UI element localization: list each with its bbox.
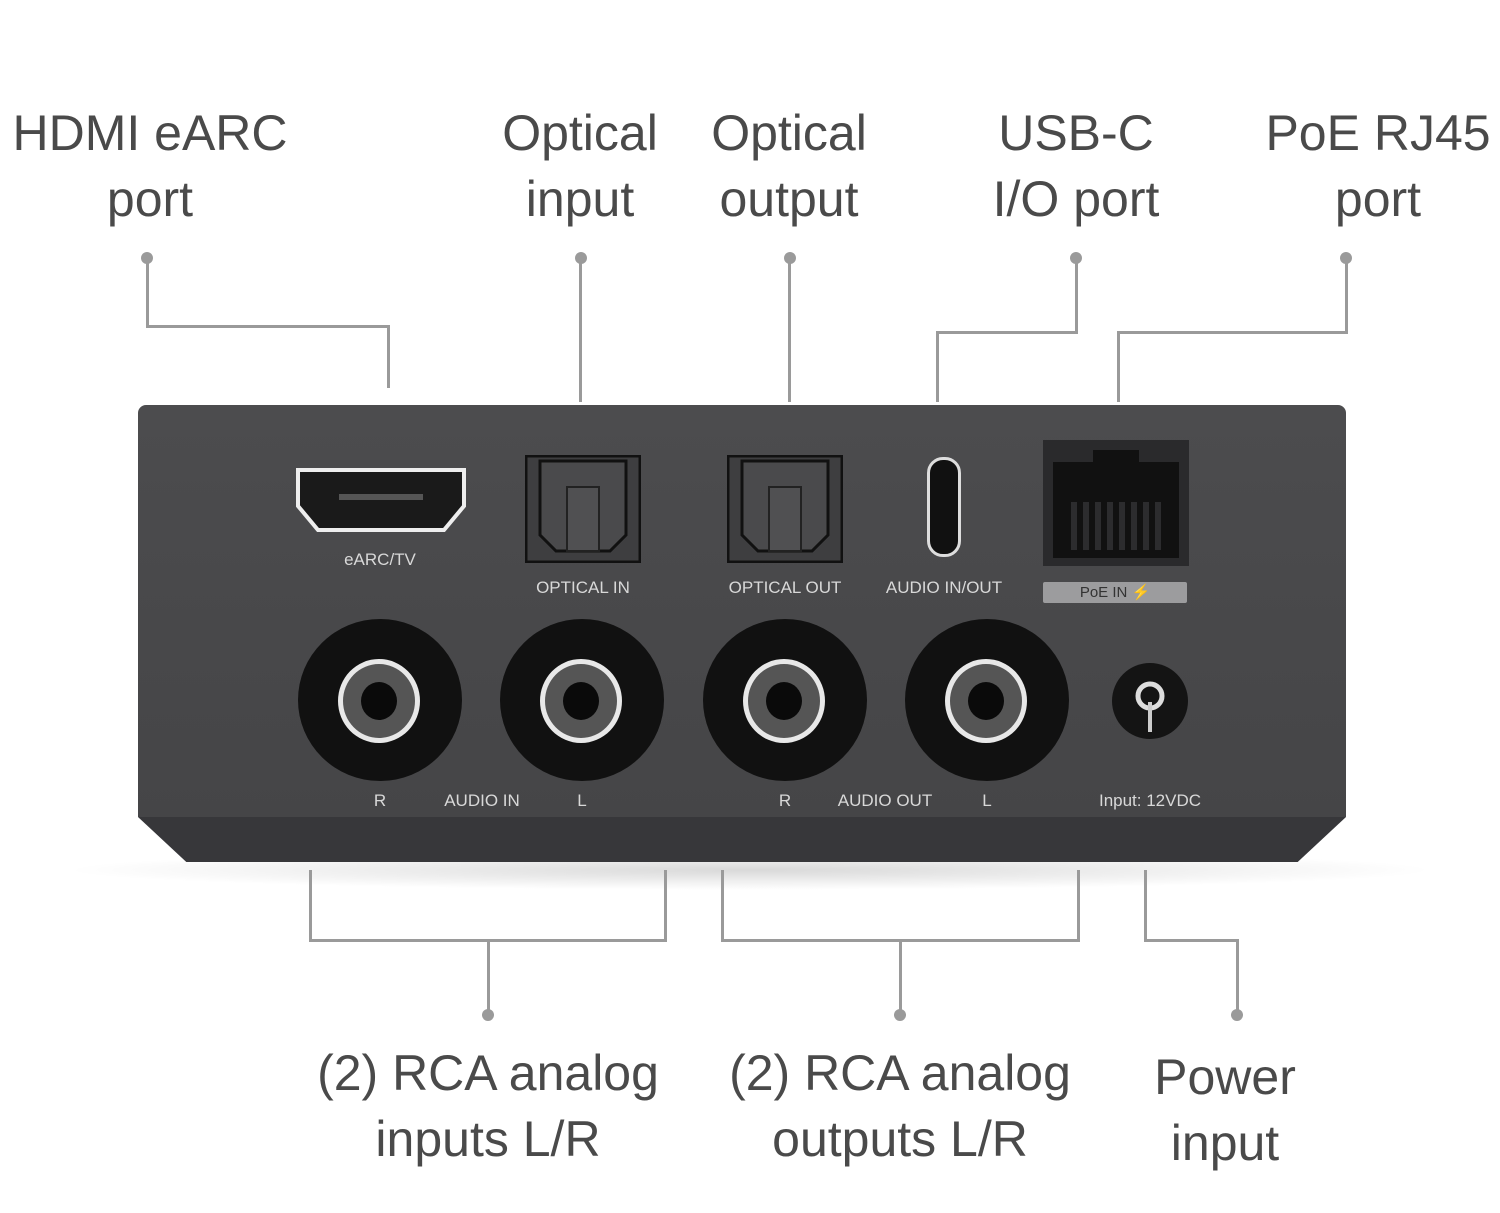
- usbc-label: AUDIO IN/OUT: [885, 578, 1003, 597]
- callout-text: USB-C: [998, 105, 1154, 161]
- callout-text: (2) RCA analog: [317, 1045, 659, 1101]
- callout-text: (2) RCA analog: [729, 1045, 1071, 1101]
- hdmi-port-label: eARC/TV: [344, 550, 416, 569]
- callout-poe: PoE RJ45 port: [1265, 100, 1490, 232]
- callout-text: Optical: [711, 105, 867, 161]
- callout-text: port: [106, 171, 194, 227]
- leader-line: [1117, 331, 1348, 334]
- leader-line: [936, 331, 1078, 334]
- leader-line: [309, 870, 312, 942]
- power-jack-icon: [1112, 663, 1188, 739]
- callout-text: port: [1334, 171, 1422, 227]
- audio-in-l-label: L: [577, 791, 587, 810]
- leader-line: [1236, 939, 1239, 1015]
- leader-dot: [1231, 1009, 1243, 1021]
- leader-line: [487, 939, 490, 1015]
- audio-out-label: AUDIO OUT: [837, 791, 933, 810]
- callout-text: Optical: [502, 105, 658, 161]
- leader-line: [721, 870, 724, 942]
- audio-out-l-label: L: [982, 791, 992, 810]
- leader-line: [1075, 258, 1078, 334]
- callout-hdmi: HDMI eARC port: [12, 100, 287, 232]
- callout-rca-inputs: (2) RCA analog inputs L/R: [317, 1040, 659, 1172]
- leader-dot: [894, 1009, 906, 1021]
- leader-line: [146, 258, 149, 328]
- poe-label-plate: [1043, 582, 1187, 603]
- audio-in-label: AUDIO IN: [444, 791, 520, 810]
- hdmi-port-icon: [296, 468, 466, 532]
- callout-power: Power input: [1154, 1044, 1296, 1176]
- leader-line: [1144, 939, 1239, 942]
- audio-out-r-label: R: [778, 791, 792, 810]
- callout-optical-input: Optical input: [502, 100, 658, 232]
- callout-rca-outputs: (2) RCA analog outputs L/R: [729, 1040, 1071, 1172]
- leader-line: [664, 870, 667, 942]
- optical-out-label: OPTICAL OUT: [728, 578, 842, 597]
- callout-text: input: [1170, 1115, 1280, 1171]
- usbc-port-icon: [927, 457, 961, 557]
- callout-text: inputs L/R: [375, 1111, 601, 1167]
- leader-line: [936, 331, 939, 402]
- callout-optical-output: Optical output: [711, 100, 867, 232]
- optical-in-port-icon: [525, 455, 641, 563]
- leader-line: [1077, 870, 1080, 942]
- device-base: [138, 817, 1346, 862]
- rca-audio-out-l-jack: [905, 619, 1069, 781]
- leader-dot: [482, 1009, 494, 1021]
- callout-usbc: USB-C I/O port: [993, 100, 1160, 232]
- poe-label: PoE IN ⚡: [1079, 584, 1151, 601]
- leader-line: [387, 325, 390, 388]
- callout-text: output: [719, 171, 859, 227]
- leader-line: [1144, 870, 1147, 942]
- callout-text: HDMI eARC: [12, 105, 288, 161]
- rca-audio-out-r-jack: [703, 619, 867, 781]
- callout-text: input: [525, 171, 635, 227]
- rj45-port-icon: [1043, 440, 1189, 566]
- leader-line: [1345, 258, 1348, 334]
- callout-text: Power: [1154, 1049, 1296, 1105]
- callout-text: I/O port: [992, 171, 1160, 227]
- callout-text: PoE RJ45: [1265, 105, 1491, 161]
- callout-text: outputs L/R: [772, 1111, 1028, 1167]
- leader-line: [146, 325, 390, 328]
- leader-line: [788, 258, 791, 402]
- leader-line: [1117, 331, 1120, 402]
- optical-out-port-icon: [727, 455, 843, 563]
- audio-in-r-label: R: [373, 791, 387, 810]
- power-input-label: Input: 12VDC: [1098, 791, 1202, 810]
- leader-line: [579, 258, 582, 402]
- rca-audio-in-r-jack: [298, 619, 462, 781]
- leader-line: [899, 939, 902, 1015]
- rca-audio-in-l-jack: [500, 619, 664, 781]
- optical-in-label: OPTICAL IN: [536, 578, 630, 597]
